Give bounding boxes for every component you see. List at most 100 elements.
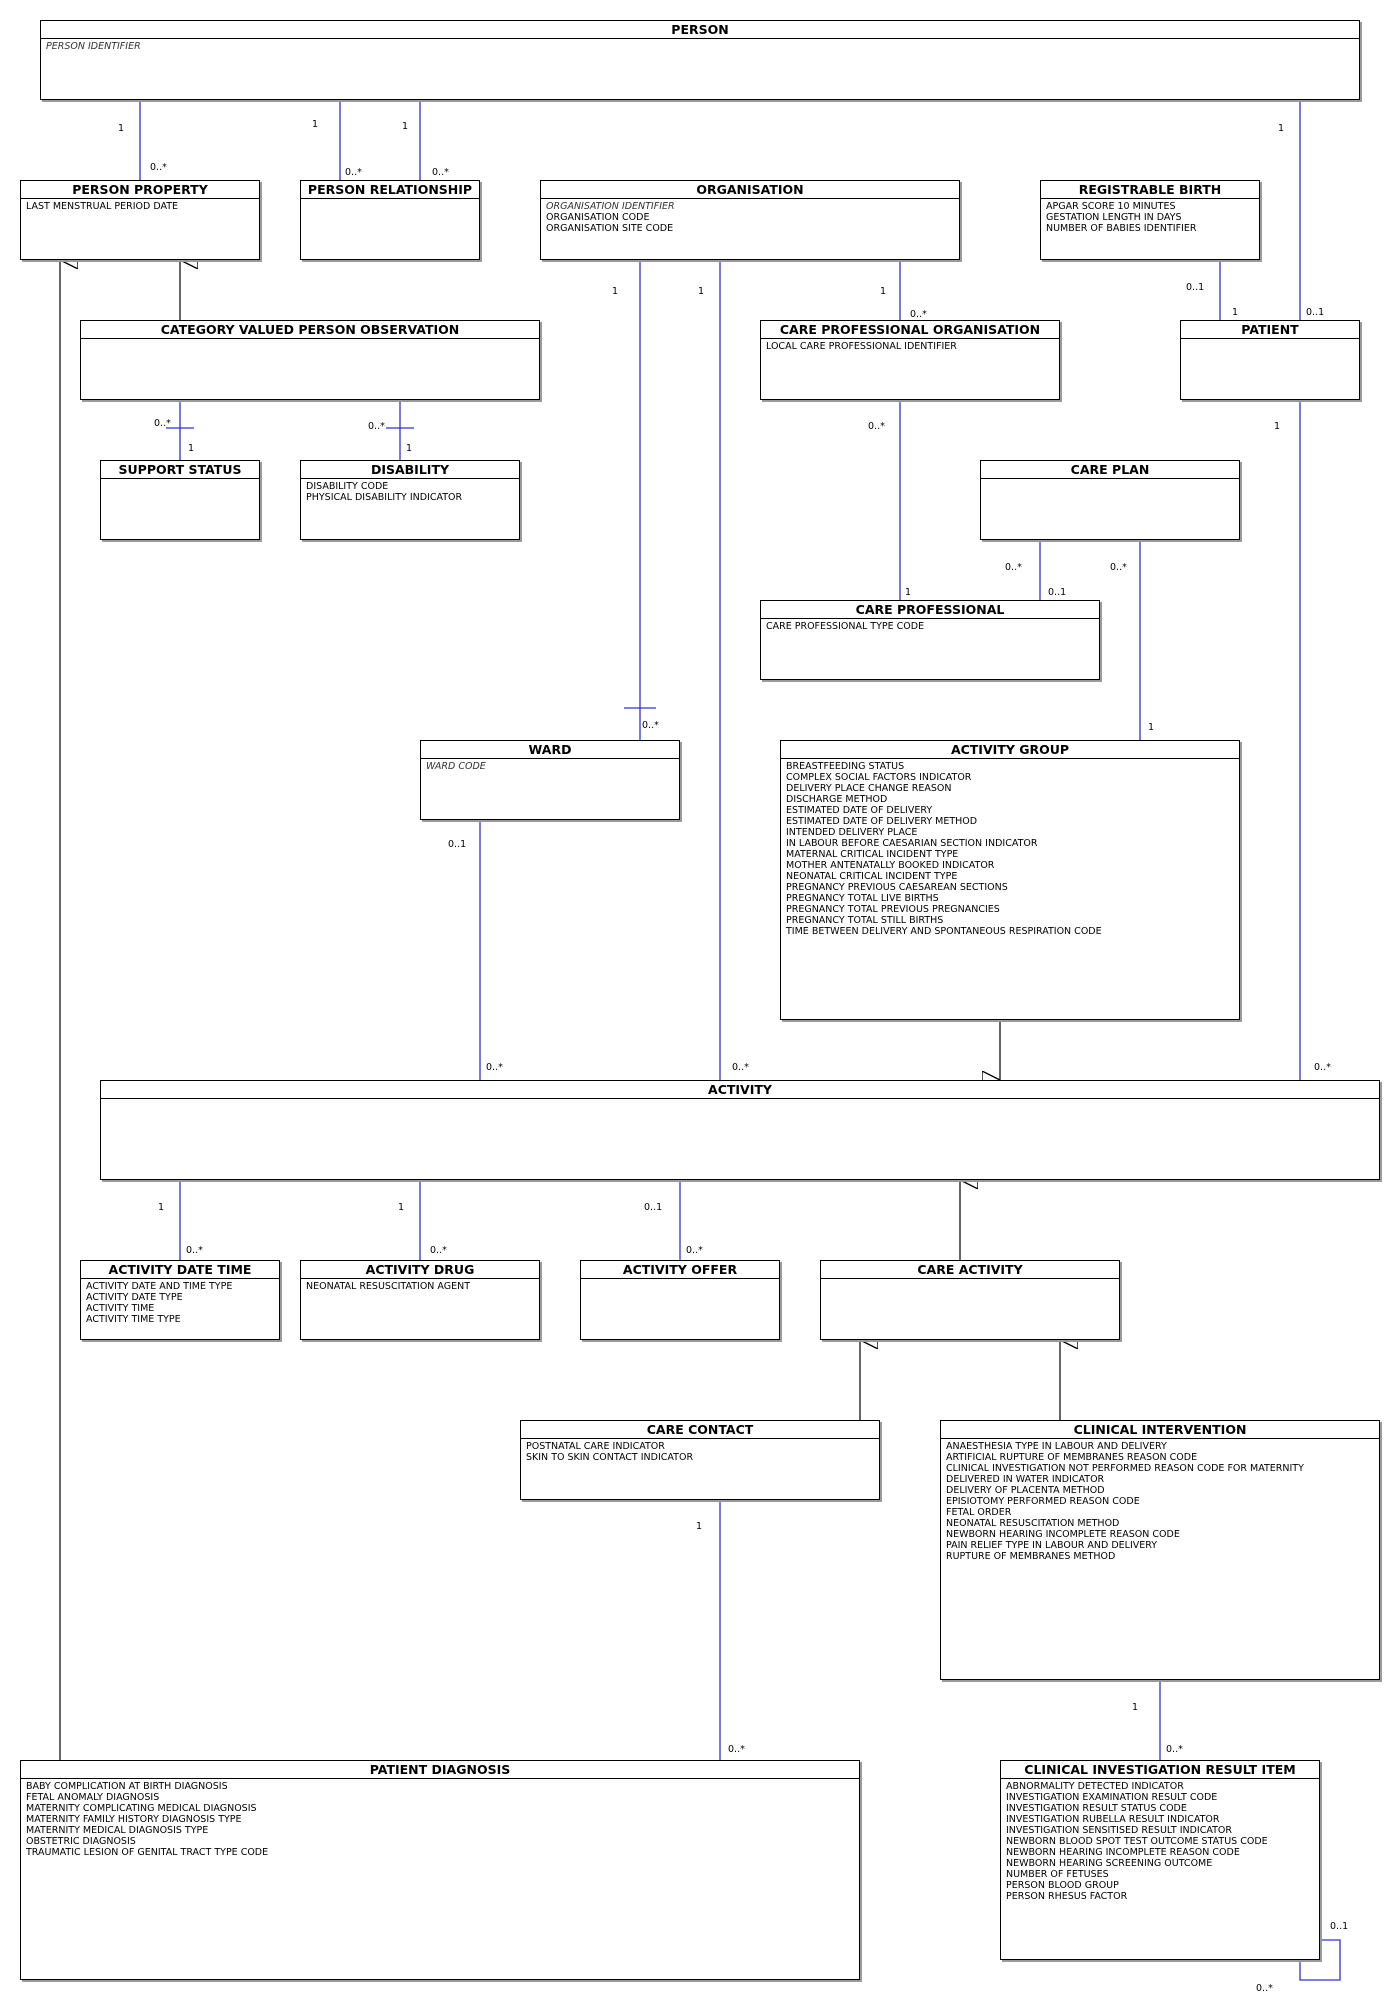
entity-title: CARE PROFESSIONAL bbox=[761, 601, 1099, 619]
multiplicity-label: 0..* bbox=[150, 162, 167, 173]
attribute: NEWBORN HEARING INCOMPLETE REASON CODE bbox=[1006, 1847, 1240, 1858]
entity-title: PATIENT DIAGNOSIS bbox=[21, 1761, 859, 1779]
multiplicity-label: 1 bbox=[312, 119, 319, 130]
attribute-list: LAST MENSTRUAL PERIOD DATE bbox=[21, 199, 259, 214]
entity-title: ACTIVITY DRUG bbox=[301, 1261, 539, 1279]
multiplicity-label: 0..1 bbox=[644, 1202, 663, 1213]
attribute: NEONATAL RESUSCITATION METHOD bbox=[946, 1518, 1120, 1529]
key-attribute: WARD CODE bbox=[426, 761, 486, 772]
attribute: ACTIVITY TIME bbox=[86, 1303, 155, 1314]
multiplicity-label: 0..* bbox=[732, 1062, 749, 1073]
entity-title: ORGANISATION bbox=[541, 181, 959, 199]
multiplicity-label: 0..1 bbox=[1186, 282, 1205, 293]
multiplicity-label: 0..* bbox=[1314, 1062, 1331, 1073]
attribute: PAIN RELIEF TYPE IN LABOUR AND DELIVERY bbox=[946, 1540, 1158, 1551]
multiplicity-label: 1 bbox=[1232, 307, 1239, 318]
attribute: MOTHER ANTENATALLY BOOKED INDICATOR bbox=[786, 860, 995, 871]
entity-title: PERSON RELATIONSHIP bbox=[301, 181, 479, 199]
attribute: FETAL ORDER bbox=[946, 1507, 1012, 1518]
entity-title: CLINICAL INTERVENTION bbox=[941, 1421, 1379, 1439]
attribute-list: PERSON IDENTIFIER bbox=[41, 39, 1359, 54]
attribute: TRAUMATIC LESION OF GENITAL TRACT TYPE C… bbox=[26, 1847, 269, 1858]
attribute: MATERNAL CRITICAL INCIDENT TYPE bbox=[786, 849, 959, 860]
attribute: INVESTIGATION RESULT STATUS CODE bbox=[1006, 1803, 1187, 1814]
attribute: BABY COMPLICATION AT BIRTH DIAGNOSIS bbox=[26, 1781, 228, 1792]
attribute-list bbox=[821, 1279, 1119, 1283]
entity-title: CARE ACTIVITY bbox=[821, 1261, 1119, 1279]
attribute: INVESTIGATION EXAMINATION RESULT CODE bbox=[1006, 1792, 1218, 1803]
multiplicity-label: 1 bbox=[1148, 722, 1155, 733]
attribute-list: NEONATAL RESUSCITATION AGENT bbox=[301, 1279, 539, 1294]
attribute: CLINICAL INVESTIGATION NOT PERFORMED REA… bbox=[946, 1463, 1304, 1474]
attribute: PREGNANCY TOTAL PREVIOUS PREGNANCIES bbox=[786, 904, 1000, 915]
attribute: NEWBORN HEARING SCREENING OUTCOME bbox=[1006, 1858, 1213, 1869]
multiplicity-label: 0..1 bbox=[448, 839, 467, 850]
attribute: ESTIMATED DATE OF DELIVERY bbox=[786, 805, 933, 816]
association-clinical-investigation-result-item-to-clinical-investigation-result-item bbox=[1299, 1939, 1341, 1981]
attribute: BREASTFEEDING STATUS bbox=[786, 761, 905, 772]
attribute: OBSTETRIC DIAGNOSIS bbox=[26, 1836, 136, 1847]
attribute: ORGANISATION CODE bbox=[546, 212, 650, 223]
multiplicity-label: 0..* bbox=[345, 167, 362, 178]
attribute: NEONATAL RESUSCITATION AGENT bbox=[306, 1281, 471, 1292]
multiplicity-label: 1 bbox=[398, 1202, 405, 1213]
attribute-list: WARD CODE bbox=[421, 759, 679, 774]
multiplicity-label: 0..* bbox=[186, 1245, 203, 1256]
multiplicity-label: 1 bbox=[905, 587, 912, 598]
multiplicity-label: 1 bbox=[1132, 1702, 1139, 1713]
attribute: ABNORMALITY DETECTED INDICATOR bbox=[1006, 1781, 1184, 1792]
entity-title: CARE PROFESSIONAL ORGANISATION bbox=[761, 321, 1059, 339]
multiplicity-label: 1 bbox=[402, 121, 409, 132]
multiplicity-label: 1 bbox=[158, 1202, 165, 1213]
attribute: SKIN TO SKIN CONTACT INDICATOR bbox=[526, 1452, 694, 1463]
attribute: PREGNANCY TOTAL STILL BIRTHS bbox=[786, 915, 944, 926]
attribute: PREGNANCY PREVIOUS CAESAREAN SECTIONS bbox=[786, 882, 1008, 893]
attribute-list: LOCAL CARE PROFESSIONAL IDENTIFIER bbox=[761, 339, 1059, 354]
attribute: COMPLEX SOCIAL FACTORS INDICATOR bbox=[786, 772, 972, 783]
attribute: LOCAL CARE PROFESSIONAL IDENTIFIER bbox=[766, 341, 957, 352]
attribute: RUPTURE OF MEMBRANES METHOD bbox=[946, 1551, 1116, 1562]
multiplicity-label: 1 bbox=[118, 123, 125, 134]
entity-title: ACTIVITY OFFER bbox=[581, 1261, 779, 1279]
multiplicity-label: 1 bbox=[698, 286, 705, 297]
entity-title: CARE PLAN bbox=[981, 461, 1239, 479]
entity-title: ACTIVITY DATE TIME bbox=[81, 1261, 279, 1279]
multiplicity-label: 0..* bbox=[432, 167, 449, 178]
attribute: LAST MENSTRUAL PERIOD DATE bbox=[26, 201, 179, 212]
multiplicity-label: 0..* bbox=[642, 720, 659, 731]
attribute: ORGANISATION SITE CODE bbox=[546, 223, 674, 234]
attribute-list bbox=[81, 339, 539, 343]
multiplicity-label: 0..* bbox=[430, 1245, 447, 1256]
attribute-list bbox=[101, 479, 259, 483]
attribute: ACTIVITY DATE TYPE bbox=[86, 1292, 183, 1303]
attribute: TIME BETWEEN DELIVERY AND SPONTANEOUS RE… bbox=[786, 926, 1102, 937]
entity-title: ACTIVITY GROUP bbox=[781, 741, 1239, 759]
entity-title: SUPPORT STATUS bbox=[101, 461, 259, 479]
attribute: ACTIVITY TIME TYPE bbox=[86, 1314, 181, 1325]
attribute: DELIVERY OF PLACENTA METHOD bbox=[946, 1485, 1105, 1496]
entity-title: ACTIVITY bbox=[101, 1081, 1379, 1099]
attribute: POSTNATAL CARE INDICATOR bbox=[526, 1441, 665, 1452]
entity-care-activity: CARE ACTIVITY bbox=[820, 1260, 1120, 1340]
entity-category-valued-person-observation: CATEGORY VALUED PERSON OBSERVATION bbox=[80, 320, 540, 400]
multiplicity-label: 0..* bbox=[728, 1744, 745, 1755]
multiplicity-label: 0..* bbox=[868, 421, 885, 432]
entity-care-plan: CARE PLAN bbox=[980, 460, 1240, 540]
attribute: IN LABOUR BEFORE CAESARIAN SECTION INDIC… bbox=[786, 838, 1038, 849]
multiplicity-label: 0..* bbox=[1110, 562, 1127, 573]
attribute: NEONATAL CRITICAL INCIDENT TYPE bbox=[786, 871, 958, 882]
attribute: ESTIMATED DATE OF DELIVERY METHOD bbox=[786, 816, 978, 827]
attribute: ARTIFICIAL RUPTURE OF MEMBRANES REASON C… bbox=[946, 1452, 1198, 1463]
entity-title: PATIENT bbox=[1181, 321, 1359, 339]
